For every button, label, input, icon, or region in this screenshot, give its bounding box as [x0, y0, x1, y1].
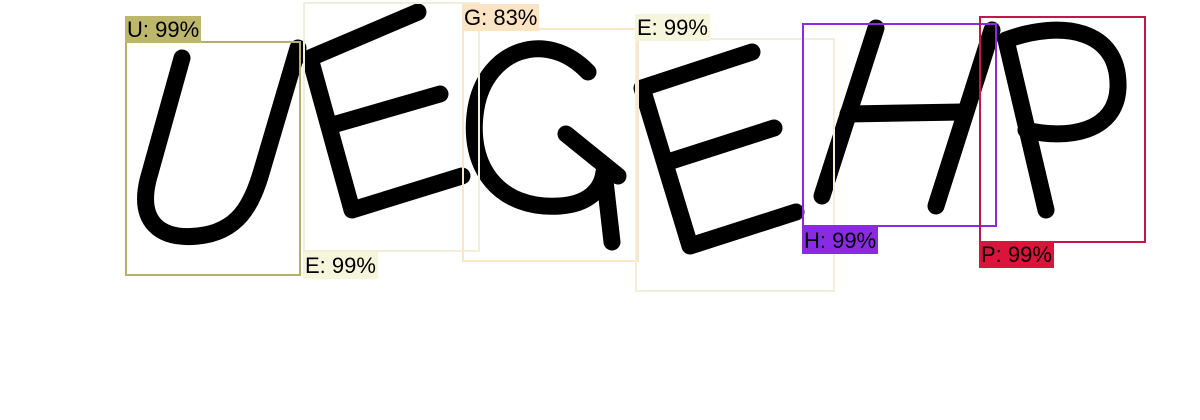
detection-box-u-0 — [125, 41, 301, 276]
glyph-g-bar — [557, 125, 627, 185]
detection-label-p-5: P: 99% — [979, 241, 1054, 268]
glyph-e-1 — [301, 3, 471, 219]
detection-label-e-1: E: 99% — [303, 252, 378, 279]
detection-box-g-2 — [462, 28, 639, 262]
detection-box-p-5 — [979, 16, 1146, 243]
detection-label-h-4: H: 99% — [802, 227, 879, 254]
detection-box-e-1 — [303, 2, 480, 252]
detection-label-e-3: E: 99% — [635, 14, 710, 41]
detection-box-h-4 — [802, 23, 997, 227]
glyph-p — [997, 21, 1127, 219]
glyph-e-1-bar — [327, 85, 449, 133]
glyph-u — [137, 39, 307, 246]
detection-label-u-0: U: 99% — [125, 16, 202, 43]
detection-box-e-3 — [635, 38, 835, 292]
glyph-g — [465, 40, 621, 251]
glyph-h-bar — [839, 103, 971, 123]
detection-label-g-2: G: 83% — [462, 4, 540, 31]
glyph-e-2-bar — [659, 119, 783, 171]
